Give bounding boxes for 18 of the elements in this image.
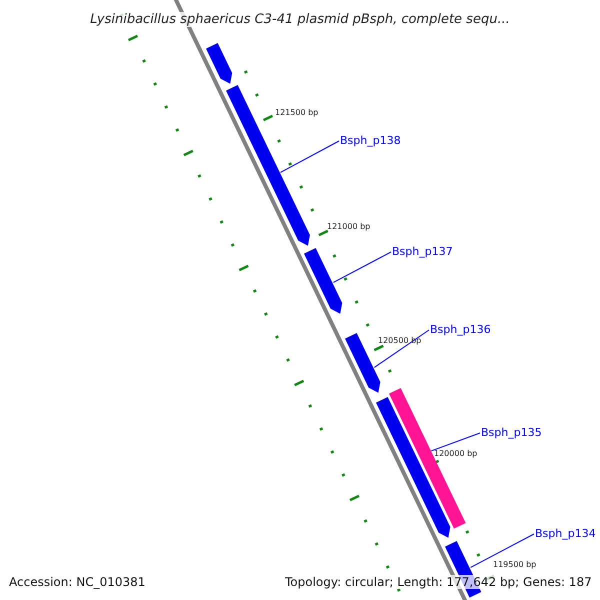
gene-label: Bsph_p137 (392, 245, 453, 258)
leader-line (470, 534, 534, 568)
scale-label: 121500 bp (275, 108, 318, 118)
gene-label: Bsph_p134 (535, 527, 596, 540)
leader-line (430, 432, 480, 452)
scale-label: 120500 bp (378, 336, 422, 346)
leader-line (332, 252, 392, 283)
scale-label: 120000 bp (434, 449, 478, 459)
gene-label: Bsph_p136 (430, 323, 491, 336)
summary-text: Topology: circular; Length: 177,642 bp; Genes: 187 (285, 575, 592, 589)
leader-line (374, 330, 430, 368)
title: Lysinibacillus sphaericus C3-41 plasmid pBsph, complete sequ... (90, 12, 510, 27)
scale-label: 119500 bp (493, 560, 536, 570)
scale-label: 121000 bp (327, 222, 370, 232)
gene-label: Bsph_p135 (481, 426, 542, 439)
gene-label: Bsph_p138 (340, 134, 401, 147)
leader-line (280, 140, 340, 173)
accession-text: Accession: NC_010381 (9, 575, 146, 589)
